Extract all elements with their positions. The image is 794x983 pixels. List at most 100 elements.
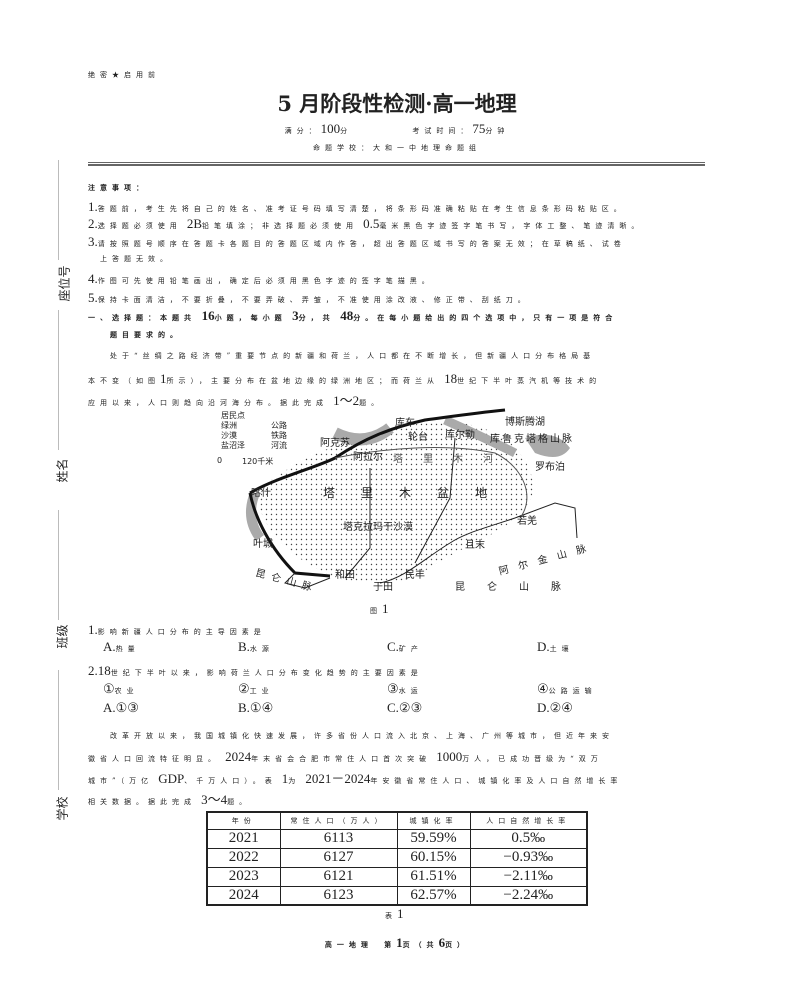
place-label: 若羌 bbox=[517, 516, 537, 527]
passage-text: 处于“丝绸之路经济带”重要节点的新疆和荷兰，人口都在不断增长，但新疆人口分布格局… bbox=[110, 352, 596, 360]
section-heading-cont: 题目要求的。 bbox=[110, 330, 182, 339]
notice-item: 作图可先使用铅笔画出，确定后必须用黑色字迹的签字笔描黑。 bbox=[97, 277, 434, 285]
place-label: 塔里木盆地 bbox=[323, 486, 514, 500]
place-label: 罗布泊 bbox=[535, 462, 565, 473]
legend-railway: 铁路 bbox=[271, 431, 287, 440]
passage-text: 本不变（如图1所示），主要分布在盆地边缘的绿洲地区；而荷兰从 18世纪下半叶蒸汽… bbox=[88, 371, 602, 386]
table-caption: 表1 bbox=[385, 906, 404, 921]
legend-settlement: 居民点 bbox=[221, 411, 245, 420]
margin-rule bbox=[58, 160, 59, 260]
place-label: 轮台 bbox=[408, 432, 428, 443]
q2-item-2: ②工业 bbox=[238, 681, 274, 696]
header-year: 年份 bbox=[206, 811, 281, 830]
score-label: 满分： bbox=[284, 127, 321, 135]
notice-item: 上答题无效。 bbox=[100, 255, 172, 263]
item-number: 2. bbox=[88, 216, 98, 231]
author: 命题学校：大和一中地理命题组 bbox=[313, 144, 481, 152]
passage-text: 城市”（万亿 GDP、千万人口）。表 1为 2021－2024年安徽省常住人口、… bbox=[88, 771, 623, 786]
place-label: 阿拉尔 bbox=[353, 452, 383, 463]
q1-option-c[interactable]: C.矿产 bbox=[387, 639, 423, 654]
place-label: 库车 bbox=[395, 418, 415, 429]
time-unit: 分钟 bbox=[485, 127, 510, 135]
pencil-type: 2B bbox=[186, 216, 203, 231]
q2-option-a[interactable]: A.①③ bbox=[103, 700, 139, 715]
school-label: 学校 bbox=[55, 796, 70, 821]
header-population: 常住人口（万人） bbox=[279, 811, 398, 830]
legend-salt-marsh: 盐沼泽 bbox=[221, 441, 245, 450]
place-label: 于田 bbox=[373, 582, 393, 593]
time-value: 75 bbox=[472, 121, 486, 136]
pen-size: 0.5 bbox=[363, 216, 380, 231]
page-footer: 高一地理 第1页（共6页） bbox=[324, 935, 470, 950]
question-2: 2.18世纪下半叶以来，影响荷兰人口分布变化趋势的主要因素是 bbox=[88, 663, 423, 678]
header-growth-rate: 人口自然增长率 bbox=[469, 811, 588, 830]
notice-item: 保持卡面清洁，不要折叠，不要弄破、弄皱，不准使用涂改液、修正带、刮纸刀。 bbox=[97, 296, 530, 304]
q2-option-d[interactable]: D.②④ bbox=[537, 700, 573, 715]
secret-mark: 绝密★启用前 bbox=[88, 71, 160, 79]
place-label: 博斯腾湖 bbox=[505, 417, 545, 428]
legend-oasis: 绿洲 bbox=[221, 421, 237, 430]
q2-item-4: ④公路运输 bbox=[537, 681, 597, 696]
time-label: 考试时间： bbox=[412, 127, 473, 135]
place-label: 民丰 bbox=[405, 570, 425, 581]
place-label: 且末 bbox=[465, 540, 485, 551]
item-number: 5. bbox=[88, 290, 98, 305]
class-label: 班级 bbox=[55, 624, 70, 649]
passage-text: 徽省人口回流特征明显。 2024年末省会合肥市常住人口首次突破 1000万人，已… bbox=[88, 749, 603, 764]
river-label: 塔里木河 bbox=[393, 454, 513, 465]
question-1: 1.影响新疆人口分布的主导因素是 bbox=[88, 622, 266, 637]
header-divider bbox=[88, 162, 705, 166]
passage-text: 改革开放以来，我国城镇化快速发展，许多省份人口流入北京、上海、广州等城市，但近年… bbox=[110, 732, 614, 740]
notice-item: 答题前，考生先将自己的姓名、准考证号码填写清楚，将条形码准确粘贴在考生信息条形码… bbox=[97, 205, 626, 213]
q1-option-b[interactable]: B.水源 bbox=[238, 639, 274, 654]
place-label: 喀什 bbox=[251, 488, 271, 499]
passage-text: 相关数据。据此完成 3～4题。 bbox=[88, 792, 252, 807]
q2-option-c[interactable]: C.②③ bbox=[387, 700, 423, 715]
scale-start: 0 bbox=[217, 456, 223, 465]
name-label: 姓名 bbox=[55, 458, 70, 483]
exam-info: 满分：100分 考试时间：75分钟 bbox=[0, 118, 794, 137]
legend-highway: 公路 bbox=[271, 421, 287, 430]
score-value: 100 bbox=[320, 121, 341, 136]
passage-text: 应用以来，人口则趋向沿河海分布。据此完成 1～2题。 bbox=[88, 393, 384, 408]
legend-desert: 沙漠 bbox=[221, 431, 237, 440]
margin-rule bbox=[58, 510, 59, 620]
notice-item: 请按照题号顺序在答题卡各题目的答题区域内作答，超出答题区域书写的答案无效；在草稿… bbox=[97, 240, 626, 248]
item-number: 1. bbox=[88, 199, 98, 214]
notice-item: 选择题必须使用 bbox=[97, 222, 182, 230]
place-label: 昆仑山脉 bbox=[455, 582, 583, 593]
margin-rule bbox=[58, 310, 59, 450]
item-number: 3. bbox=[88, 234, 98, 249]
legend-river: 河流 bbox=[271, 441, 287, 450]
seat-number-label: 座位号 bbox=[57, 265, 72, 302]
place-label: 叶城 bbox=[253, 539, 273, 550]
notice-item: 毫米黑色字迹签字笔书写，字体工整、笔迹清晰。 bbox=[379, 222, 644, 230]
q2-item-3: ③水运 bbox=[387, 681, 423, 696]
scale-end: 120千米 bbox=[242, 457, 274, 466]
header-urbanization: 城镇化率 bbox=[396, 811, 471, 830]
q1-option-d[interactable]: D.土壤 bbox=[537, 639, 574, 654]
page-title: 5 月阶段性检测·高一地理 bbox=[277, 91, 517, 116]
item-number: 4. bbox=[88, 271, 98, 286]
place-label: 和田 bbox=[335, 570, 355, 581]
figure-caption: 图1 bbox=[370, 601, 389, 616]
map-graphic bbox=[246, 408, 578, 589]
margin-rule bbox=[58, 670, 59, 790]
q1-option-a[interactable]: A.热量 bbox=[103, 639, 140, 654]
q2-option-b[interactable]: B.①④ bbox=[238, 700, 274, 715]
notice-title: 注意事项： bbox=[88, 183, 148, 192]
tarim-basin-map: 居民点 绿洲 沙漠 盐沼泽 公路 铁路 河流 0 120千米 库车 轮台 库尔勒… bbox=[215, 408, 597, 595]
notice-item: 铅笔填涂；非选择题必须使用 bbox=[202, 222, 359, 230]
score-unit: 分 bbox=[340, 127, 353, 135]
place-label: 塔克拉玛干沙漠 bbox=[343, 522, 413, 533]
place-label: 库尔勒 bbox=[445, 430, 475, 441]
place-label: 阿克苏 bbox=[320, 438, 350, 449]
section-heading: 一、选择题：本题共 16小题，每小题 3分，共 48分。在每小题给出的四个选项中… bbox=[88, 308, 618, 323]
place-label: 库鲁克塔格山脉 bbox=[490, 434, 574, 445]
q2-item-1: ①农业 bbox=[103, 681, 139, 696]
